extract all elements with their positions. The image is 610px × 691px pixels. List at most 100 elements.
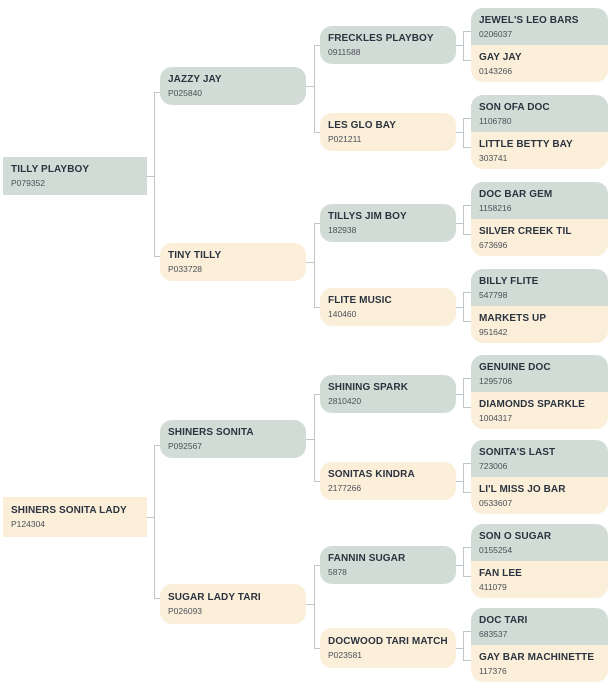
horse-name: SON O SUGAR — [479, 530, 552, 542]
connector-spine — [463, 291, 464, 321]
connector-branch — [463, 204, 471, 206]
connector-branch — [314, 481, 320, 482]
connector-branch — [463, 406, 471, 408]
connector-spine — [314, 45, 315, 132]
connector-branch — [154, 445, 160, 446]
registration-number: 1295706 — [479, 375, 513, 386]
horse-name: GENUINE DOC — [479, 361, 551, 373]
registration-number: P023581 — [328, 650, 363, 660]
registration-number: 0143266 — [479, 65, 513, 76]
horse-name: LI'L MISS JO BAR — [479, 483, 566, 495]
horse-card-gen4-8[interactable]: GENUINE DOC 1295706 — [471, 355, 608, 392]
horse-name: FAN LEE — [479, 567, 522, 579]
connector-branch — [154, 92, 160, 93]
registration-number: 182938 — [328, 225, 357, 235]
connector-branch — [463, 320, 471, 322]
connector-branch — [463, 462, 471, 464]
connector-spine — [463, 30, 464, 60]
connector-branch — [314, 565, 320, 566]
registration-number: 1106780 — [479, 115, 512, 126]
registration-number: 951642 — [479, 326, 508, 337]
connector-spine — [314, 223, 315, 307]
horse-card-gen3-0[interactable]: FRECKLES PLAYBOY 0911588 — [320, 26, 456, 64]
connector-stub — [456, 394, 463, 395]
connector-branch — [314, 648, 320, 649]
connector-branch — [154, 256, 160, 257]
connector-branch — [314, 132, 320, 133]
connector-stub — [456, 132, 463, 133]
connector-branch — [314, 394, 320, 395]
connector-branch — [463, 146, 471, 148]
horse-name: DOC TARI — [479, 614, 528, 626]
connector-spine — [154, 445, 155, 598]
connector-stub — [456, 45, 463, 46]
connector-stub — [147, 517, 154, 518]
connector-branch — [463, 575, 471, 577]
connector-branch — [463, 491, 471, 493]
connector-branch — [463, 630, 471, 632]
horse-card-gen4-11[interactable]: LI'L MISS JO BAR 0533607 — [471, 477, 608, 514]
horse-name: DIAMONDS SPARKLE — [479, 398, 585, 410]
horse-name: TILLY PLAYBOY — [11, 164, 90, 175]
horse-name: LES GLO BAY — [328, 120, 396, 131]
registration-number: 2177266 — [328, 483, 362, 493]
horse-name: LITTLE BETTY BAY — [479, 138, 573, 150]
registration-number: 0206037 — [479, 28, 513, 39]
horse-name: SHINING SPARK — [328, 382, 409, 393]
horse-card-gen4-1[interactable]: GAY JAY 0143266 — [471, 45, 608, 82]
connector-branch — [463, 377, 471, 379]
horse-name: SONITA'S LAST — [479, 446, 556, 458]
connector-branch — [314, 307, 320, 308]
registration-number: 0911588 — [328, 47, 361, 57]
connector-branch — [314, 45, 320, 46]
horse-name: SON OFA DOC — [479, 101, 550, 113]
horse-card-gen4-13[interactable]: FAN LEE 411079 — [471, 561, 608, 598]
connector-branch — [463, 546, 471, 548]
connector-spine — [463, 630, 464, 660]
connector-spine — [314, 394, 315, 481]
registration-number: 0155254 — [479, 544, 513, 555]
registration-number: 411079 — [479, 581, 507, 592]
horse-card-gen1-0[interactable]: TILLY PLAYBOY P079352 — [3, 157, 147, 195]
registration-number: 1158216 — [479, 202, 512, 213]
connector-branch — [463, 59, 471, 61]
horse-card-gen4-12[interactable]: SON O SUGAR 0155254 — [471, 524, 608, 561]
connector-branch — [463, 30, 471, 32]
connector-spine — [463, 204, 464, 234]
registration-number: P124304 — [11, 519, 46, 529]
registration-number: P079352 — [11, 178, 46, 188]
horse-name: FRECKLES PLAYBOY — [328, 33, 434, 44]
horse-name: FLITE MUSIC — [328, 295, 392, 306]
horse-name: GAY JAY — [479, 51, 522, 63]
registration-number: 0533607 — [479, 497, 513, 508]
horse-card-gen4-2[interactable]: SON OFA DOC 1106780 — [471, 95, 608, 132]
connector-spine — [463, 117, 464, 147]
connector-branch — [463, 659, 471, 661]
horse-name: FANNIN SUGAR — [328, 553, 406, 564]
horse-name: SUGAR LADY TARI — [168, 592, 261, 603]
connector-stub — [456, 648, 463, 649]
